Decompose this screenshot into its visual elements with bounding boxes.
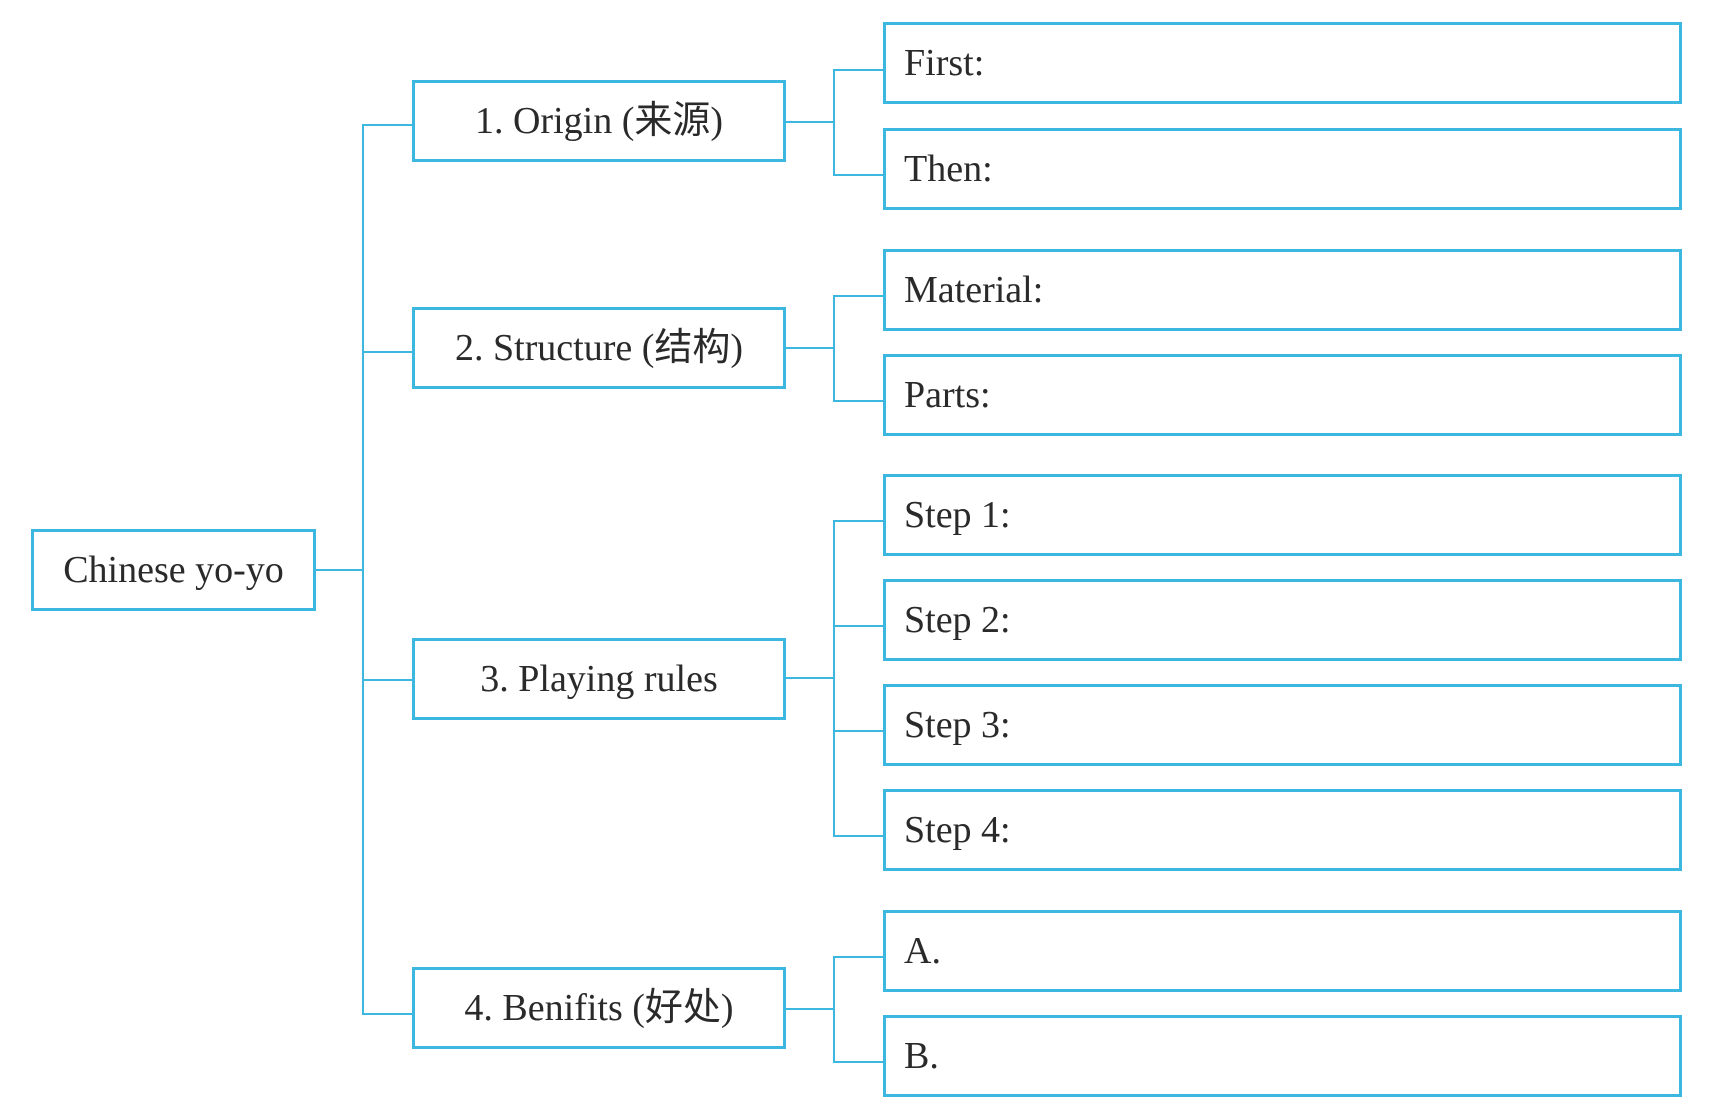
connector-rules-step1 bbox=[833, 520, 883, 522]
leaf-box-b[interactable]: B. bbox=[883, 1015, 1682, 1097]
category-label-origin: 1. Origin (来源) bbox=[474, 100, 724, 142]
connector-structure-out bbox=[786, 347, 834, 349]
leaf-label-step-1: Step 1: bbox=[904, 494, 1011, 536]
connector-trunk-origin bbox=[362, 124, 412, 126]
leaf-label-parts: Parts: bbox=[904, 374, 991, 416]
category-label-playing-rules: 3. Playing rules bbox=[480, 658, 718, 700]
category-label-benefits: 4. Benifits (好处) bbox=[464, 987, 734, 1029]
connector-root-trunk bbox=[316, 569, 363, 571]
connector-origin-then bbox=[833, 174, 883, 176]
connector-rules-step2 bbox=[833, 625, 883, 627]
connector-origin-first bbox=[833, 69, 883, 71]
leaf-label-step-3: Step 3: bbox=[904, 704, 1011, 746]
leaf-box-step-4[interactable]: Step 4: bbox=[883, 789, 1682, 871]
connector-structure-parts bbox=[833, 400, 883, 402]
connector-benefits-out bbox=[786, 1008, 834, 1010]
connector-benefits-spine bbox=[833, 956, 835, 1062]
leaf-label-then: Then: bbox=[904, 148, 993, 190]
root-node-label: Chinese yo-yo bbox=[63, 549, 284, 591]
connector-origin-out bbox=[786, 121, 834, 123]
category-label-structure: 2. Structure (结构) bbox=[454, 327, 744, 369]
leaf-box-step-2[interactable]: Step 2: bbox=[883, 579, 1682, 661]
category-node-structure: 2. Structure (结构) bbox=[412, 307, 786, 389]
leaf-box-step-1[interactable]: Step 1: bbox=[883, 474, 1682, 556]
connector-rules-step4 bbox=[833, 835, 883, 837]
connector-rules-out bbox=[786, 677, 834, 679]
connector-structure-material bbox=[833, 295, 883, 297]
connector-origin-spine bbox=[833, 69, 835, 175]
root-node: Chinese yo-yo bbox=[31, 529, 316, 611]
leaf-label-a: A. bbox=[904, 930, 941, 972]
leaf-box-step-3[interactable]: Step 3: bbox=[883, 684, 1682, 766]
leaf-box-then[interactable]: Then: bbox=[883, 128, 1682, 210]
connector-main-trunk bbox=[362, 124, 364, 1014]
leaf-label-step-4: Step 4: bbox=[904, 809, 1011, 851]
category-node-origin: 1. Origin (来源) bbox=[412, 80, 786, 162]
connector-trunk-playing-rules bbox=[362, 679, 412, 681]
connector-trunk-benefits bbox=[362, 1013, 412, 1015]
connector-benefits-b bbox=[833, 1061, 883, 1063]
leaf-box-parts[interactable]: Parts: bbox=[883, 354, 1682, 436]
connector-rules-step3 bbox=[833, 730, 883, 732]
connector-rules-spine bbox=[833, 520, 835, 836]
leaf-label-material: Material: bbox=[904, 269, 1044, 311]
connector-benefits-a bbox=[833, 956, 883, 958]
leaf-box-first[interactable]: First: bbox=[883, 22, 1682, 104]
leaf-label-step-2: Step 2: bbox=[904, 599, 1011, 641]
connector-trunk-structure bbox=[362, 351, 412, 353]
category-node-playing-rules: 3. Playing rules bbox=[412, 638, 786, 720]
leaf-label-b: B. bbox=[904, 1035, 939, 1077]
leaf-box-material[interactable]: Material: bbox=[883, 249, 1682, 331]
category-node-benefits: 4. Benifits (好处) bbox=[412, 967, 786, 1049]
leaf-label-first: First: bbox=[904, 42, 985, 84]
connector-structure-spine bbox=[833, 295, 835, 401]
leaf-box-a[interactable]: A. bbox=[883, 910, 1682, 992]
